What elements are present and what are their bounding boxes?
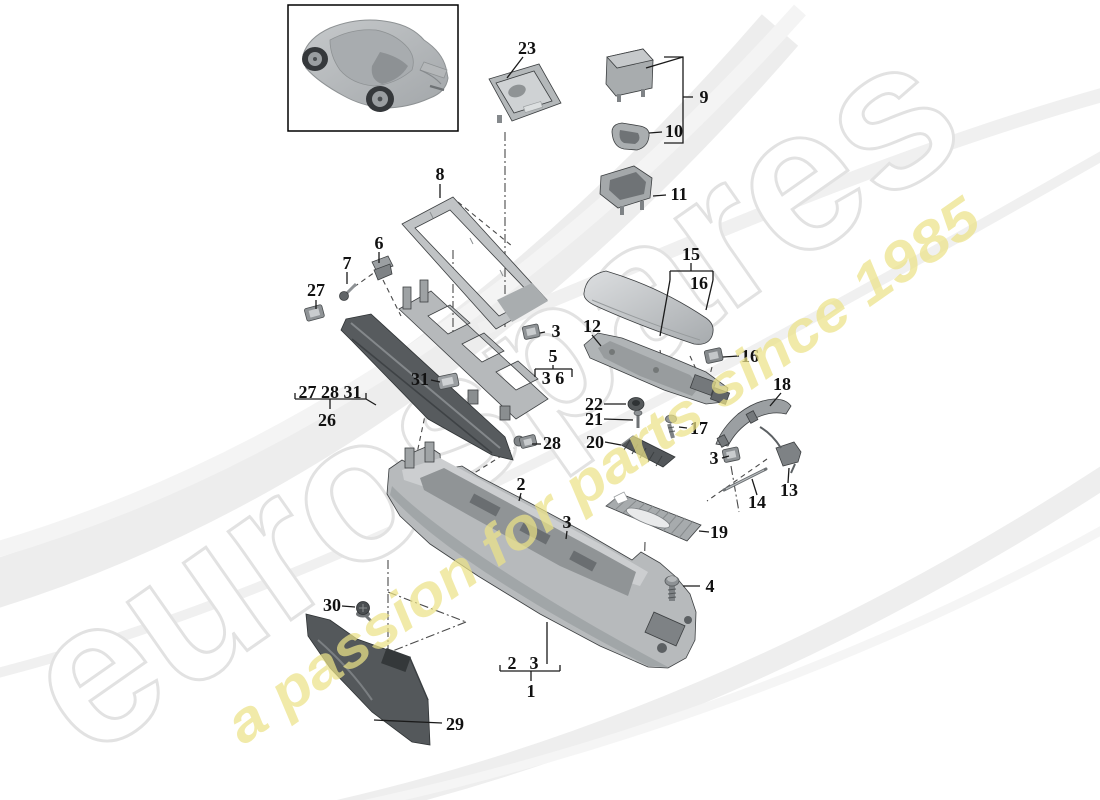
part-16-hinge-clip [703,347,724,364]
part-7-screw [339,282,358,301]
callout-13: 13 [780,480,798,500]
callout-2: 2 [517,474,526,494]
callout-21: 21 [585,409,603,429]
callout-31: 31 [411,369,429,389]
callout-7: 7 [343,253,352,273]
callout-17: 17 [690,418,708,438]
part-3-clip-right [721,446,741,463]
part-22-grommet [627,397,645,411]
part-19-insert-mat [605,491,702,542]
callout-29: 29 [446,714,464,734]
porsche-911-icon [302,19,449,112]
part-10-insert-cup [611,122,650,151]
part-31-clip [436,372,460,390]
callout-27-28-31: 27 28 31 [299,382,362,402]
callout-12: 12 [583,316,601,336]
callout-14: 14 [748,492,766,512]
callout-6: 6 [375,233,384,253]
part-15-armrest-lid [583,270,714,345]
part-12-armrest-base [583,332,731,405]
callout-3: 3 [563,512,572,532]
callout-8: 8 [436,164,445,184]
callout-10: 10 [665,121,683,141]
callout-1: 1 [527,681,536,701]
callout-2: 2 [508,653,517,673]
part-29-side-trim-cover [305,613,431,746]
callout-9: 9 [700,87,709,107]
callout-23: 23 [518,38,536,58]
vehicle-thumbnail [287,4,459,132]
callout-3: 3 [710,448,719,468]
callout-11: 11 [670,184,687,204]
part-13-latch [759,426,802,474]
part-21-pin [633,410,643,428]
callout-18: 18 [773,374,791,394]
part-6-bracket [371,255,394,281]
part-4-bolt [664,575,680,601]
part-14-rod [722,467,768,492]
part-27-clip [304,304,325,322]
part-9-cover [605,48,654,102]
callout-22: 22 [585,394,603,414]
callout-3: 3 [530,653,539,673]
callout-19: 19 [710,522,728,542]
callout-5: 5 [549,346,558,366]
callout-15: 15 [682,244,700,264]
part-8-trim-frame [401,196,548,330]
part-26-side-trim-strip [340,313,514,461]
part-28-clip [513,434,538,449]
part-20-insert-mat-small [620,435,676,468]
leader-lines [294,56,790,724]
part-11-storage-tray [599,165,653,215]
callout-20: 20 [586,432,604,452]
part-1-console-body [386,441,697,669]
callout-16: 16 [690,273,708,293]
part-18-bracket-rail [715,398,792,448]
callout-3: 3 [552,321,561,341]
part-5-carrier-frame [398,279,549,421]
callout-3-6: 3 6 [542,368,565,388]
callout-27: 27 [307,280,325,300]
part-3-clip-upper [521,323,541,340]
callout-16: 16 [741,346,759,366]
callout-30: 30 [323,595,341,615]
part-17-screw [665,414,677,439]
callout-28: 28 [543,433,561,453]
callout-26: 26 [318,410,336,430]
part-30-screw [356,601,373,623]
part-23-cover-plate [488,63,562,123]
callout-4: 4 [706,576,715,596]
